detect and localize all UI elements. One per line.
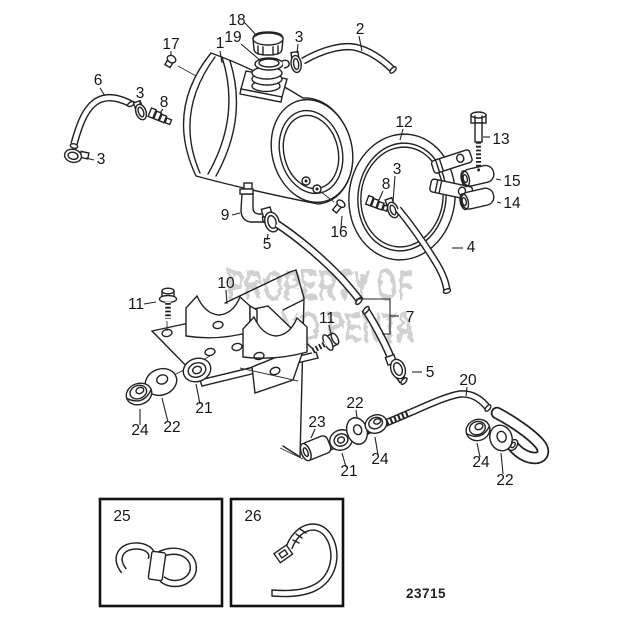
part-callout-10: 10 xyxy=(217,275,235,292)
callout-leader-24 xyxy=(476,442,481,458)
hose-6 xyxy=(69,93,136,150)
part-callout-11: 11 xyxy=(319,310,335,327)
callout-leader-3 xyxy=(392,175,396,203)
part-callout-19: 19 xyxy=(224,29,241,46)
callout-leader-21 xyxy=(195,383,201,405)
spacer-23 xyxy=(299,435,332,462)
washer-22-left xyxy=(144,367,178,397)
part-callout-25: 25 xyxy=(113,508,130,525)
callout-leader-6 xyxy=(99,87,106,97)
part-callout-7: 7 xyxy=(406,309,415,326)
callout-leader-16 xyxy=(340,215,343,229)
callout-leader-18 xyxy=(244,22,258,37)
callout-leader-15 xyxy=(495,178,502,181)
part-callout-3: 3 xyxy=(136,85,145,102)
part-callout-8: 8 xyxy=(382,176,391,193)
nipple-8-left xyxy=(147,107,173,126)
part-callout-23: 23 xyxy=(308,414,325,431)
mounting-panel xyxy=(224,269,305,458)
callout-leader-8 xyxy=(378,190,384,201)
bushing-21-left xyxy=(182,357,212,383)
part-callout-12: 12 xyxy=(395,114,412,131)
callout-leader-22 xyxy=(500,452,504,475)
callout-leader-2 xyxy=(358,35,363,52)
part-callout-1: 1 xyxy=(216,35,225,52)
callout-leader-8 xyxy=(159,108,164,114)
part-callout-3: 3 xyxy=(295,29,304,46)
callout-leader-12 xyxy=(399,128,404,141)
watermark-line1: PROPERTY OF xyxy=(225,260,411,308)
part-callout-22: 22 xyxy=(496,472,513,489)
hose-clamp-3-strap xyxy=(384,196,400,219)
pressure-cap xyxy=(252,31,284,56)
part-callout-20: 20 xyxy=(459,372,477,389)
hose-clamp-3-top xyxy=(290,50,302,74)
part-callout-24: 24 xyxy=(131,422,149,439)
part-callout-3: 3 xyxy=(97,151,106,168)
nut-24-mid xyxy=(364,414,388,434)
part-callout-24: 24 xyxy=(371,451,389,468)
expansion-tank xyxy=(182,52,354,214)
callout-leader-14 xyxy=(496,201,502,204)
part-callout-16: 16 xyxy=(330,224,347,241)
part-callout-15: 15 xyxy=(503,173,520,190)
part-callout-14: 14 xyxy=(503,195,521,212)
part-callout-17: 17 xyxy=(162,36,179,53)
part-callout-22: 22 xyxy=(346,395,363,412)
callout-leader-20 xyxy=(465,386,468,397)
part-callout-11: 11 xyxy=(128,296,144,313)
hose-clamp-3-left-low xyxy=(63,148,90,164)
spacer-15 xyxy=(460,164,495,188)
part-callout-6: 6 xyxy=(94,72,103,89)
callout-leader-9 xyxy=(231,212,241,216)
part-callout-24: 24 xyxy=(472,454,490,471)
retaining-clip-illustration xyxy=(115,542,197,588)
callout-leader-5 xyxy=(266,233,269,241)
callout-leader-11 xyxy=(328,324,332,335)
nut-24-right xyxy=(465,418,491,442)
part-callout-5: 5 xyxy=(426,364,435,381)
callout-leader-19 xyxy=(240,43,262,62)
part-callout-18: 18 xyxy=(228,12,245,29)
hose-4 xyxy=(395,206,452,294)
hose-clamp-3-left xyxy=(132,99,148,121)
part-callout-8: 8 xyxy=(160,94,169,111)
callout-leader-10 xyxy=(225,289,228,305)
screw-16 xyxy=(331,199,346,214)
part-callout-26: 26 xyxy=(244,508,261,525)
nipple-8-strap xyxy=(364,194,390,213)
callout-leader-1 xyxy=(219,50,223,64)
callout-leader-11 xyxy=(143,301,157,305)
washer-22-right xyxy=(489,424,513,452)
retaining-strap-12 xyxy=(348,133,474,261)
callout-leader-22 xyxy=(161,397,169,423)
part-callout-4: 4 xyxy=(467,239,476,256)
part-callout-5: 5 xyxy=(263,236,272,253)
part-callout-3: 3 xyxy=(393,161,402,178)
bolt-11-left xyxy=(158,287,178,331)
part-callout-2: 2 xyxy=(356,21,365,38)
part-callout-21: 21 xyxy=(340,463,357,480)
callout-leader-3 xyxy=(296,43,299,54)
callout-leader-21 xyxy=(341,452,347,468)
cable-tie-illustration xyxy=(271,523,338,598)
part-callout-9: 9 xyxy=(221,207,230,224)
part-callout-13: 13 xyxy=(492,131,509,148)
part-callout-21: 21 xyxy=(195,400,212,417)
hose-2 xyxy=(301,42,397,74)
spacer-14 xyxy=(459,187,495,211)
bolt-11-mid xyxy=(309,332,340,354)
nut-24-left xyxy=(125,382,153,406)
callout-leader-22 xyxy=(355,409,358,419)
part-callout-22: 22 xyxy=(163,419,180,436)
callout-leader-24 xyxy=(374,436,379,456)
hose-clamp-5-low xyxy=(384,353,407,380)
callout-leader-23 xyxy=(310,428,316,439)
bolt-17 xyxy=(163,54,177,69)
hose-clamp-5-tank xyxy=(260,206,280,233)
callout-leader-3 xyxy=(85,157,95,161)
drawing-number: 23715 xyxy=(406,586,446,601)
filler-neck xyxy=(251,57,290,93)
